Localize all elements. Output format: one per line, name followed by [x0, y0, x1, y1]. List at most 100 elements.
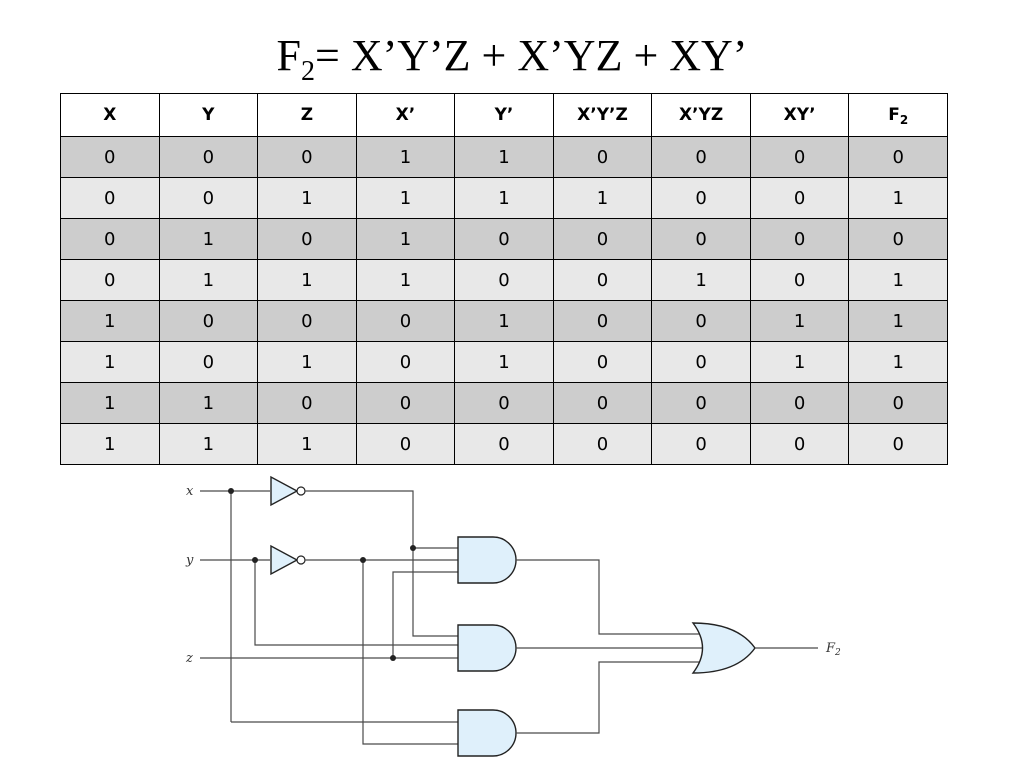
table-cell: 0 — [355, 382, 456, 424]
table-cell: 1 — [848, 259, 948, 301]
inverter-x — [270, 475, 306, 507]
table-cell: 1 — [60, 300, 160, 342]
table-cell: 0 — [355, 300, 456, 342]
x-complement-wire — [305, 490, 458, 637]
table-cell: 0 — [552, 136, 653, 178]
table-cell: 0 — [158, 136, 259, 178]
junction-dot — [228, 488, 234, 494]
table-cell: 0 — [651, 382, 751, 424]
table-cell: 1 — [749, 341, 850, 383]
x-input-wire — [200, 490, 458, 723]
table-cell: 0 — [651, 177, 751, 219]
table-cell: 0 — [355, 341, 456, 383]
table-cell: 0 — [257, 300, 357, 342]
inverter-y — [270, 544, 306, 576]
table-cell: 0 — [257, 136, 357, 178]
table-cell: 1 — [454, 136, 554, 178]
table-cell: 0 — [158, 341, 259, 383]
table-cell: 1 — [158, 218, 259, 260]
and-output-wires — [516, 559, 702, 734]
table-cell: 1 — [257, 259, 357, 301]
table-cell: 0 — [552, 341, 653, 383]
table-cell: 0 — [257, 218, 357, 260]
table-cell: 0 — [848, 423, 948, 465]
table-cell: 0 — [848, 382, 948, 424]
header-y: Y — [158, 93, 259, 137]
table-cell: 1 — [848, 300, 948, 342]
table-cell: 0 — [454, 259, 554, 301]
junction-dot — [390, 655, 396, 661]
or-gate — [691, 622, 756, 674]
table-cell: 1 — [848, 177, 948, 219]
junction-dot — [410, 545, 416, 551]
table-cell: 0 — [651, 300, 751, 342]
table-cell: 0 — [60, 177, 160, 219]
logic-circuit-diagram: x y z — [185, 475, 841, 757]
table-cell: 0 — [552, 218, 653, 260]
table-cell: 1 — [257, 177, 357, 219]
header-f2: F2 — [848, 93, 948, 137]
table-cell: 0 — [749, 259, 850, 301]
header-z: Z — [257, 93, 357, 137]
table-cell: 0 — [651, 218, 751, 260]
table-cell: 0 — [749, 177, 850, 219]
header-y-complement: Y’ — [454, 93, 554, 137]
table-cell: 0 — [552, 259, 653, 301]
header-term-2: X’YZ — [651, 93, 751, 137]
header-term-1: X’Y’Z — [552, 93, 653, 137]
table-cell: 1 — [60, 382, 160, 424]
table-cell: 0 — [651, 423, 751, 465]
input-label-z: z — [185, 651, 193, 666]
table-cell: 0 — [454, 382, 554, 424]
table-cell: 0 — [848, 218, 948, 260]
table-cell: 1 — [454, 300, 554, 342]
formula-lhs: F — [276, 31, 301, 80]
table-cell: 0 — [848, 136, 948, 178]
table-cell: 0 — [454, 218, 554, 260]
and-gate-1 — [457, 536, 517, 584]
table-cell: 1 — [355, 177, 456, 219]
y-complement-wire — [305, 559, 458, 745]
and-gate-3 — [457, 709, 517, 757]
table-cell: 1 — [257, 341, 357, 383]
table-cell: 0 — [60, 218, 160, 260]
table-cell: 0 — [552, 382, 653, 424]
table-cell: 0 — [749, 423, 850, 465]
table-cell: 1 — [60, 341, 160, 383]
table-cell: 0 — [158, 300, 259, 342]
table-cell: 1 — [158, 423, 259, 465]
junction-dot — [252, 557, 258, 563]
table-cell: 1 — [158, 382, 259, 424]
table-cell: 1 — [355, 218, 456, 260]
table-cell: 1 — [454, 177, 554, 219]
table-cell: 1 — [355, 259, 456, 301]
and-gate-2 — [457, 624, 517, 672]
table-cell: 1 — [60, 423, 160, 465]
table-cell: 0 — [60, 136, 160, 178]
output-label: F2 — [825, 641, 841, 658]
z-input-wire — [200, 571, 458, 659]
table-cell: 0 — [60, 259, 160, 301]
table-cell: 0 — [749, 136, 850, 178]
table-cell: 0 — [651, 341, 751, 383]
junction-dot — [360, 557, 366, 563]
table-cell: 1 — [552, 177, 653, 219]
table-cell: 1 — [651, 259, 751, 301]
input-label-x: x — [186, 484, 194, 499]
table-cell: 1 — [749, 300, 850, 342]
formula-lhs-subscript: 2 — [301, 56, 315, 87]
table-cell: 1 — [158, 259, 259, 301]
table-cell: 0 — [749, 218, 850, 260]
table-cell: 1 — [355, 136, 456, 178]
table-cell: 0 — [749, 382, 850, 424]
table-cell: 0 — [355, 423, 456, 465]
formula-title: F2= X’Y’Z + X’YZ + XY’ — [0, 28, 1024, 87]
table-cell: 0 — [552, 423, 653, 465]
table-cell: 0 — [651, 136, 751, 178]
